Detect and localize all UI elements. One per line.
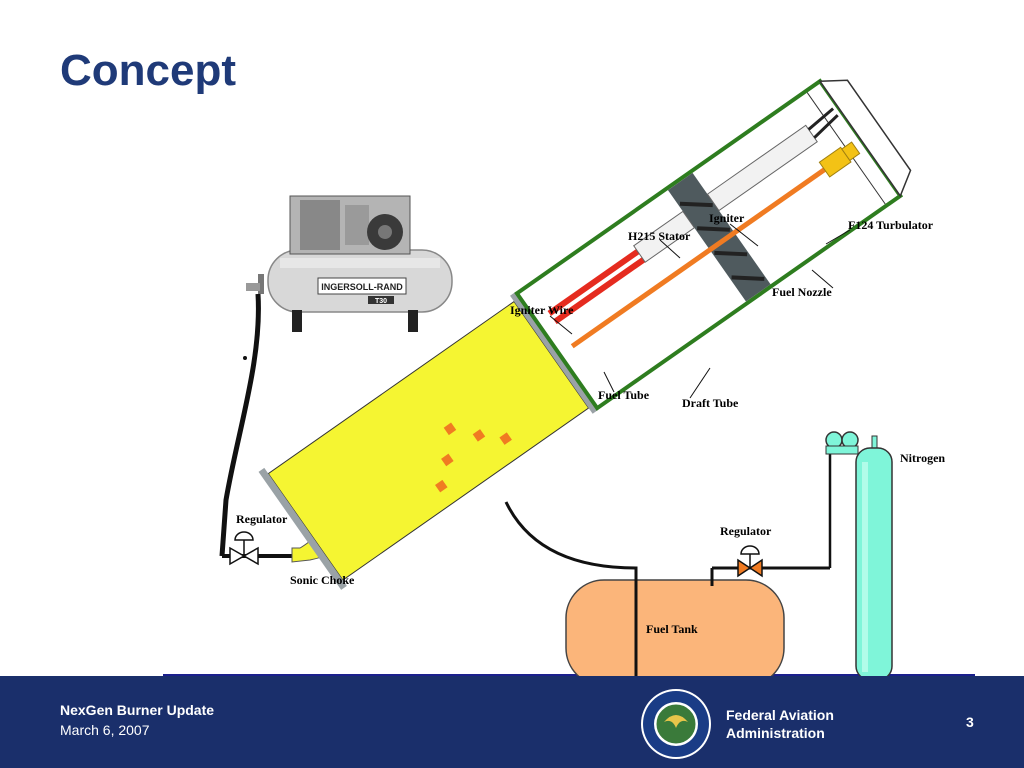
page-title: Concept [60, 46, 236, 95]
burner-assembly [258, 78, 912, 590]
air-compressor: INGERSOLL-RAND T30 [246, 195, 453, 332]
left-regulator-valve [222, 531, 292, 566]
burner-inlet-flange [258, 467, 347, 590]
label-fuel-tank: Fuel Tank [646, 622, 698, 636]
burner-outlet-flange [510, 291, 599, 414]
label-f124-turbulator: F124 Turbulator [848, 218, 934, 232]
label-regulator-right: Regulator [720, 524, 772, 538]
burner-body [267, 300, 590, 581]
label-nitrogen: Nitrogen [900, 451, 945, 465]
agency-name: Federal Aviation Administration [726, 707, 834, 741]
label-sonic-choke: Sonic Choke [290, 573, 355, 587]
compressor-model: T30 [375, 298, 387, 305]
label-igniter: Igniter [709, 211, 745, 225]
igniter-wire [547, 249, 640, 316]
presentation-date: March 6, 2007 [60, 722, 150, 738]
label-fuel-nozzle: Fuel Nozzle [772, 285, 832, 299]
fuel-tube [570, 166, 828, 349]
page-number: 3 [966, 714, 974, 730]
nitrogen-cylinder [825, 431, 893, 681]
air-hose [219, 293, 261, 557]
fuel-supply-line [504, 501, 638, 676]
leader-lines [549, 223, 851, 399]
right-regulator-valve [712, 545, 830, 578]
flame-marker [441, 453, 454, 467]
flame-marker [435, 479, 448, 493]
flame-marker [443, 422, 457, 436]
presentation-title: NexGen Burner Update [60, 702, 215, 718]
label-draft-tube: Draft Tube [682, 396, 739, 410]
label-fuel-tube: Fuel Tube [598, 388, 650, 402]
nitrogen-line [828, 450, 850, 568]
igniter-tube [633, 210, 696, 263]
igniter-wire-lead [807, 107, 835, 131]
h215-stator [667, 172, 771, 302]
faa-seal-icon [641, 689, 711, 759]
cone-tip [818, 79, 912, 198]
label-h215-stator: H215 Stator [628, 229, 691, 243]
footer-bar: NexGen Burner Update March 6, 2007 Feder… [0, 676, 1024, 768]
compressor-brand: INGERSOLL-RAND [321, 282, 403, 292]
label-igniter-wire: Igniter Wire [510, 303, 574, 317]
label-regulator-left: Regulator [236, 512, 288, 526]
flame-marker [472, 429, 486, 442]
flame-marker [499, 432, 512, 445]
